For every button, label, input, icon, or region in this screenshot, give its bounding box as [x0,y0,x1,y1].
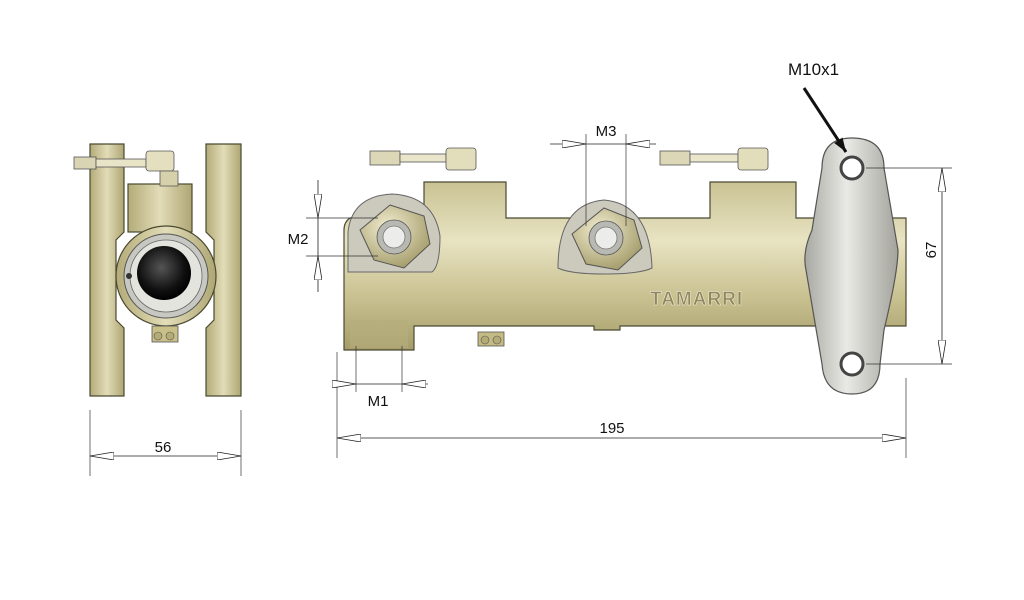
end-view [73,143,242,397]
dim-height-67: 67 [923,242,940,259]
dim-m2: M2 [288,231,309,248]
port-boss-2 [557,199,653,275]
dim-width-56: 56 [155,439,172,456]
dim-m3: M3 [596,123,617,140]
pipe-fitting-left [369,147,477,171]
pipe-fitting-right [659,147,769,171]
dimensions: 56 195 67 M1 M2 M3 M10x1 [89,60,952,476]
thread-callout: M10x1 [788,60,839,79]
flange-hole-top [839,155,865,181]
front-view: TAMARRI [343,137,907,395]
dim-m1: M1 [368,393,389,410]
mounting-flange [804,137,899,395]
port-boss-1 [347,193,441,273]
brand-label: TAMARRI [650,289,743,310]
flange-hole-bottom [839,351,865,377]
dim-length-195: 195 [599,420,624,437]
